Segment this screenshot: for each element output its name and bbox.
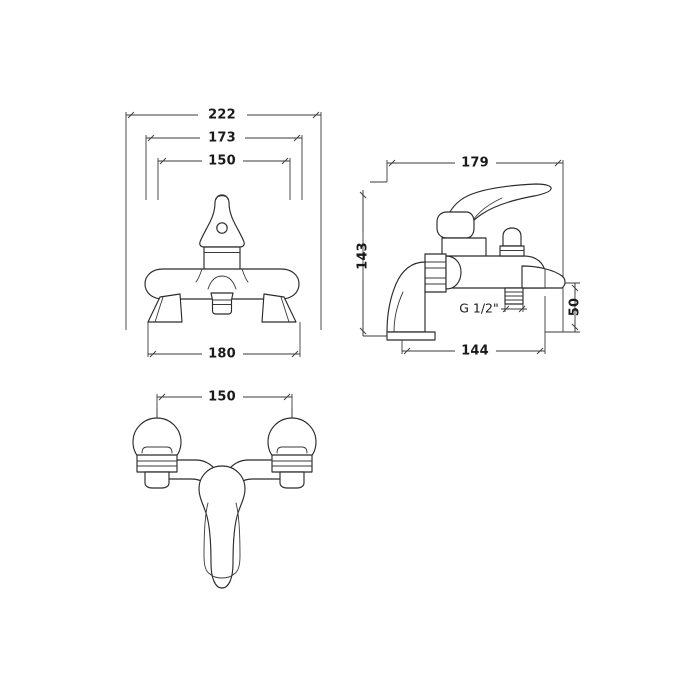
front-view-tap-body — [144, 194, 300, 323]
body-left-blend — [195, 268, 203, 283]
arrow-tick-right — [291, 350, 299, 358]
arrow-tick-right — [281, 157, 289, 165]
dimension-label-222: 222 — [208, 108, 236, 123]
handle-lever-top-crease — [216, 195, 228, 200]
arrow-tick-left — [159, 157, 167, 165]
plan-view-tap-body — [132, 408, 317, 589]
front-elevation-view: 222 173 150 — [125, 108, 322, 362]
leg-left-front — [147, 293, 183, 323]
handle-lever-side — [447, 183, 552, 234]
arrow-tick-bottom — [571, 323, 579, 331]
handle-lever-hub — [436, 211, 475, 239]
knob-right-hex-nut — [271, 454, 313, 473]
arrow-tick-left — [403, 347, 411, 355]
cartridge-housing-side — [441, 237, 487, 259]
arrow-tick-left — [158, 393, 166, 401]
dimension-front-180: 180 — [147, 322, 301, 362]
pedestal-leg-side — [386, 261, 426, 333]
handle-lever-inner-right — [233, 502, 241, 575]
arrow-tick-right — [554, 159, 562, 167]
arrow-tick-left — [147, 134, 155, 142]
handle-lever-inner-tip — [209, 573, 235, 579]
thread-arrow-right — [518, 305, 526, 313]
leg-right-front — [261, 293, 297, 323]
dimension-label-150-plan: 150 — [208, 390, 236, 405]
dimension-front-222: 222 — [125, 108, 322, 330]
knob-left-hex-nut — [136, 454, 178, 473]
handle-pivot-hole — [216, 222, 228, 234]
knob-right-base-arc — [276, 446, 308, 454]
dimension-label-144: 144 — [461, 344, 489, 359]
arrow-tick-right — [293, 134, 301, 142]
handle-lever-inner-left — [203, 502, 211, 575]
handle-collar-front — [203, 246, 241, 272]
inlet-cap-side — [445, 255, 462, 290]
body-center-arc — [207, 275, 237, 290]
side-view-tap-body — [386, 183, 566, 341]
dimension-label-179: 179 — [461, 156, 489, 171]
arrow-tick-top — [359, 191, 367, 199]
dimension-label-150: 150 — [208, 154, 236, 169]
dimension-label-thread: G 1/2" — [459, 301, 499, 316]
leg-right-crease — [280, 296, 290, 323]
dimension-label-173: 173 — [208, 131, 236, 146]
dimension-side-143: 143 — [356, 190, 392, 337]
dimension-front-150: 150 — [157, 154, 291, 200]
pedestal-crease — [393, 291, 404, 333]
dimension-side-thread: G 1/2" — [459, 297, 527, 316]
arrow-tick-left — [127, 111, 135, 119]
arrow-tick-left — [149, 350, 157, 358]
plan-view: 150 — [132, 390, 317, 589]
dimension-label-180: 180 — [208, 347, 236, 362]
dimension-label-143: 143 — [356, 242, 371, 270]
dimension-side-179: 179 — [370, 156, 564, 332]
diverter-base-side — [499, 245, 525, 257]
arrow-tick-bottom — [359, 327, 367, 335]
diverter-button-side — [502, 227, 522, 247]
handle-lever-plan — [198, 465, 246, 589]
knob-left-base-arc — [141, 446, 173, 454]
spout-side — [521, 265, 566, 289]
base-foot-side — [386, 331, 436, 341]
arrow-tick-right — [536, 347, 544, 355]
arrow-tick-top — [571, 284, 579, 292]
body-right-blend — [241, 268, 249, 283]
knob-right-shank — [279, 471, 305, 489]
dimension-side-144: 144 — [401, 296, 546, 359]
leg-left-crease — [154, 296, 164, 323]
arrow-tick-right — [312, 111, 320, 119]
arrow-tick-right — [283, 393, 291, 401]
side-elevation-view: 179 143 144 — [356, 156, 583, 359]
dimension-front-173: 173 — [145, 131, 303, 200]
inlet-hex-nut — [424, 253, 447, 293]
knob-left-shank — [144, 471, 170, 489]
thread-arrow-left — [502, 305, 510, 313]
arrow-tick-left — [388, 159, 396, 167]
dimension-label-50: 50 — [568, 298, 583, 317]
spout-outlet-front — [210, 292, 234, 315]
dimension-side-50: 50 — [545, 282, 583, 333]
